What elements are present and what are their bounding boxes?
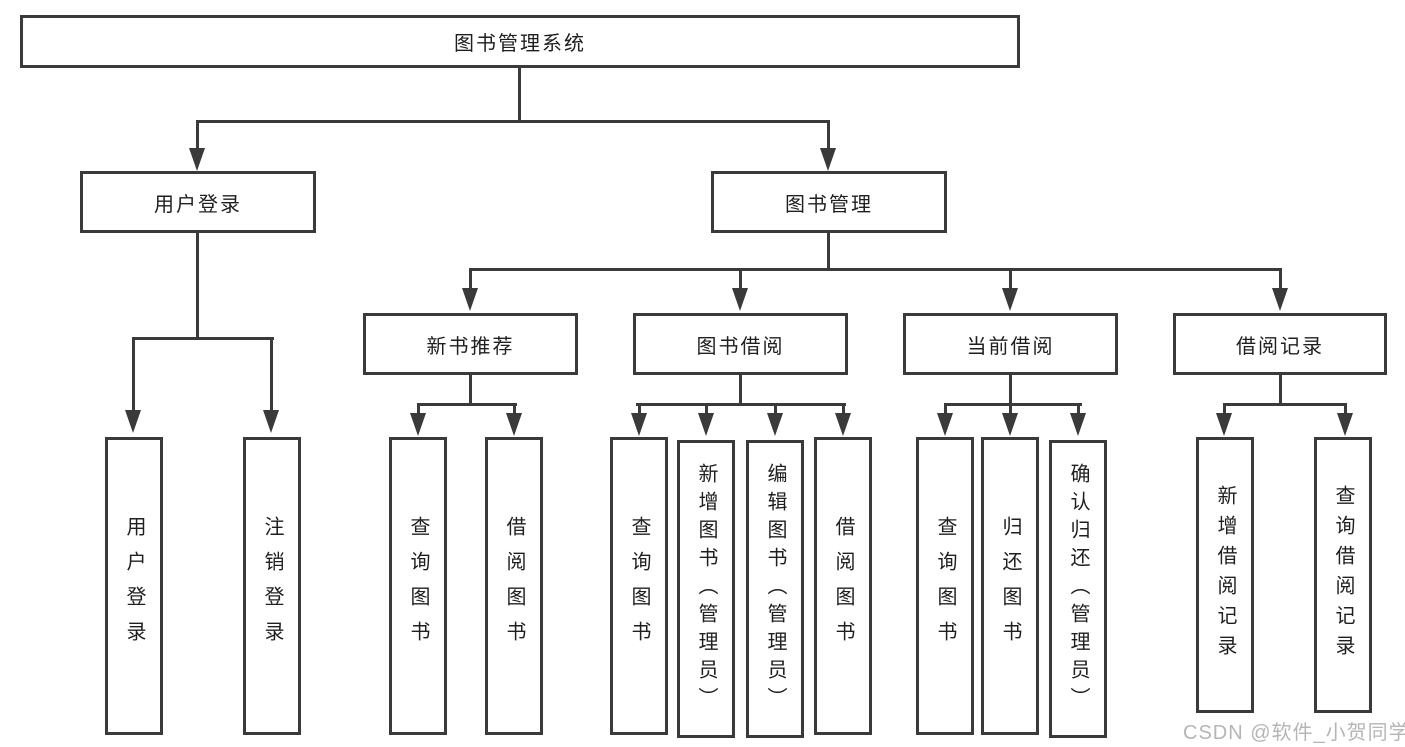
connector-user-login-arm-1 bbox=[132, 337, 135, 411]
connector-leaf-stem bbox=[1223, 403, 1226, 416]
csdn-watermark: CSDN @软件_小贺同学 bbox=[1183, 722, 1405, 744]
connector-book-borrow-bar bbox=[636, 403, 846, 406]
connector-arm-new-book bbox=[469, 268, 472, 290]
connector-leaf-stem bbox=[1009, 403, 1012, 416]
leaf-return-books: 归还图书 bbox=[981, 437, 1039, 735]
connector-current-borrow-stem bbox=[1009, 375, 1012, 403]
connector-leaf-stem bbox=[1077, 403, 1080, 416]
leaf-newbook-borrow-books: 借阅图书 bbox=[485, 437, 543, 735]
connector-leaf-stem bbox=[1344, 403, 1347, 416]
connector-user-login-arm-2 bbox=[270, 337, 273, 411]
leaf-logout: 注销登录 bbox=[243, 437, 301, 735]
arrow-to-book-mgmt bbox=[820, 148, 836, 171]
leaf-add-books-admin-label: 新增图书（管理员） bbox=[695, 463, 717, 715]
leaf-user-login-label: 用户登录 bbox=[123, 516, 145, 656]
connector-arm-borrow-record bbox=[1279, 268, 1282, 290]
connector-root-left-arm bbox=[196, 120, 199, 150]
arrow-to-new-book bbox=[462, 288, 478, 311]
connector-book-mgmt-bar bbox=[469, 268, 1282, 271]
leaf-borrow-borrow-books-label: 借阅图书 bbox=[832, 516, 854, 656]
leaf-newbook-query-books: 查询图书 bbox=[389, 437, 447, 735]
node-book-borrow-label: 图书借阅 bbox=[696, 335, 785, 358]
connector-book-mgmt-stem bbox=[827, 233, 830, 268]
connector-user-login-bar bbox=[132, 337, 274, 340]
leaf-current-query-books-label: 查询图书 bbox=[934, 516, 956, 656]
leaf-user-login: 用户登录 bbox=[105, 437, 163, 735]
arrow-to-leaf bbox=[1070, 413, 1086, 436]
leaf-borrow-query-books-label: 查询图书 bbox=[628, 516, 650, 656]
arrow-to-book-borrow bbox=[732, 288, 748, 311]
arrow-to-leaf bbox=[937, 413, 953, 436]
arrow-to-leaf-login bbox=[125, 410, 141, 433]
connector-leaf-stem bbox=[842, 403, 845, 416]
arrow-to-leaf bbox=[631, 413, 647, 436]
node-new-book: 新书推荐 bbox=[363, 313, 578, 375]
arrow-to-borrow-record bbox=[1272, 288, 1288, 311]
arrow-to-leaf bbox=[1216, 413, 1232, 436]
leaf-current-query-books: 查询图书 bbox=[916, 437, 974, 735]
leaf-query-borrow-record-label: 查询借阅记录 bbox=[1332, 485, 1354, 665]
connector-arm-book-borrow bbox=[739, 268, 742, 290]
connector-user-login-stem bbox=[196, 233, 199, 337]
connector-root-stem bbox=[518, 67, 521, 120]
connector-leaf-stem bbox=[705, 403, 708, 416]
leaf-add-borrow-record-label: 新增借阅记录 bbox=[1214, 485, 1236, 665]
leaf-logout-label: 注销登录 bbox=[261, 516, 283, 656]
node-user-login-label: 用户登录 bbox=[154, 193, 242, 216]
arrow-to-user-login bbox=[189, 148, 205, 171]
arrow-to-leaf-logout bbox=[263, 410, 279, 433]
node-new-book-label: 新书推荐 bbox=[426, 335, 515, 358]
connector-leaf-stem bbox=[774, 403, 777, 416]
arrow-to-leaf bbox=[767, 413, 783, 436]
leaf-newbook-query-books-label: 查询图书 bbox=[407, 516, 429, 656]
connector-leaf-stem bbox=[944, 403, 947, 416]
arrow-to-current-borrow bbox=[1002, 288, 1018, 311]
leaf-confirm-return-admin-label: 确认归还（管理员） bbox=[1067, 463, 1089, 715]
node-root: 图书管理系统 bbox=[20, 15, 1020, 68]
connector-borrow-record-stem bbox=[1279, 375, 1282, 403]
leaf-add-books-admin: 新增图书（管理员） bbox=[677, 440, 735, 738]
arrow-to-leaf bbox=[506, 413, 522, 436]
leaf-borrow-borrow-books: 借阅图书 bbox=[814, 437, 872, 735]
arrow-to-leaf bbox=[835, 413, 851, 436]
node-book-mgmt: 图书管理 bbox=[711, 171, 947, 233]
leaf-query-borrow-record: 查询借阅记录 bbox=[1314, 437, 1372, 713]
connector-new-book-stem bbox=[469, 375, 472, 403]
leaf-borrow-query-books: 查询图书 bbox=[610, 437, 668, 735]
node-borrow-record-label: 借阅记录 bbox=[1236, 335, 1324, 358]
leaf-edit-books-admin-label: 编辑图书（管理员） bbox=[764, 463, 786, 715]
node-root-label: 图书管理系统 bbox=[454, 33, 586, 55]
arrow-to-leaf bbox=[410, 413, 426, 436]
node-borrow-record: 借阅记录 bbox=[1173, 313, 1387, 375]
connector-root-right-arm bbox=[827, 120, 830, 150]
node-user-login: 用户登录 bbox=[80, 171, 316, 233]
arrow-to-leaf bbox=[1002, 413, 1018, 436]
node-book-borrow: 图书借阅 bbox=[633, 313, 848, 375]
leaf-newbook-borrow-books-label: 借阅图书 bbox=[503, 516, 525, 656]
connector-new-book-bar bbox=[417, 403, 517, 406]
leaf-confirm-return-admin: 确认归还（管理员） bbox=[1049, 440, 1107, 738]
arrow-to-leaf bbox=[698, 413, 714, 436]
node-book-mgmt-label: 图书管理 bbox=[785, 193, 873, 216]
connector-borrow-record-bar bbox=[1223, 403, 1347, 406]
leaf-edit-books-admin: 编辑图书（管理员） bbox=[746, 440, 804, 738]
connector-leaf-stem bbox=[513, 403, 516, 416]
node-current-borrow: 当前借阅 bbox=[903, 313, 1118, 375]
connector-leaf-stem bbox=[417, 403, 420, 416]
node-current-borrow-label: 当前借阅 bbox=[966, 335, 1055, 358]
connector-leaf-stem bbox=[638, 403, 641, 416]
arrow-to-leaf bbox=[1337, 413, 1353, 436]
connector-root-bar bbox=[196, 120, 830, 123]
connector-book-borrow-stem bbox=[739, 375, 742, 403]
leaf-add-borrow-record: 新增借阅记录 bbox=[1196, 437, 1254, 713]
connector-arm-current-borrow bbox=[1009, 268, 1012, 290]
connector-current-borrow-bar bbox=[944, 403, 1082, 406]
leaf-return-books-label: 归还图书 bbox=[999, 516, 1021, 656]
